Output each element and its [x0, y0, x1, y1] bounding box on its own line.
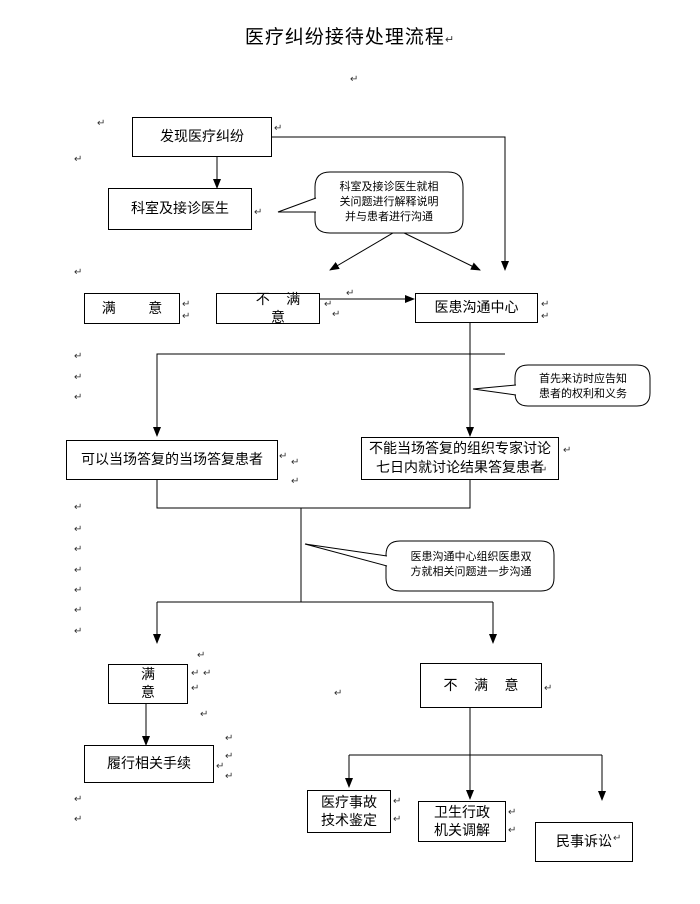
- paragraph-mark: ↵: [74, 502, 83, 513]
- node-civil-litigation: 民事诉讼: [535, 822, 633, 862]
- callout-explain: 科室及接诊医生就相 关问题进行解释说明 并与患者进行沟通: [318, 179, 460, 224]
- paragraph-mark: ↵: [74, 392, 83, 403]
- paragraph-mark: ↵: [613, 833, 622, 844]
- node-health-admin-line1: 卫生行政: [434, 804, 490, 821]
- callout-explain-shape: [314, 171, 464, 234]
- node-technical-appraisal: 医疗事故 技术鉴定: [307, 790, 391, 833]
- node-unsatisfied-2: 不 满 意: [420, 663, 542, 708]
- node-technical-appraisal-line2: 技术鉴定: [321, 812, 377, 829]
- callout-inform-line1: 首先来访时应告知: [539, 372, 627, 385]
- paragraph-mark: ↵: [74, 372, 83, 383]
- node-technical-appraisal-line1: 医疗事故: [321, 794, 377, 811]
- paragraph-mark: ↵: [334, 688, 343, 699]
- paragraph-mark: ↵: [539, 465, 548, 476]
- paragraph-mark: ↵: [563, 445, 572, 456]
- node-health-admin: 卫生行政 机关调解: [418, 801, 506, 842]
- node-satisfied-2: 满 意: [108, 664, 188, 704]
- paragraph-mark: ↵: [74, 267, 83, 278]
- node-department-doctor-label: 科室及接诊医生: [131, 201, 229, 217]
- paragraph-mark: ↵: [216, 761, 225, 772]
- paragraph-mark: ↵: [191, 683, 200, 694]
- callout-inform: 首先来访时应告知 患者的权利和义务: [518, 371, 648, 401]
- paragraph-mark: ↵: [200, 709, 209, 720]
- paragraph-mark: ↵: [541, 311, 550, 322]
- node-unsatisfied-1-label: 不 满 意: [255, 291, 307, 326]
- paragraph-mark: ↵: [346, 288, 355, 299]
- paragraph-mark: ↵: [225, 733, 234, 744]
- callout-further-shape: [385, 540, 555, 592]
- paragraph-mark: ↵: [74, 351, 83, 362]
- node-expert-discussion: 不能当场答复的组织专家讨论 七日内就讨论结果答复患者: [361, 437, 559, 480]
- callout-explain-line3: 并与患者进行沟通: [345, 210, 433, 223]
- callout-further-line2: 方就相关问题进一步沟通: [410, 565, 532, 578]
- paragraph-mark: ↵: [225, 751, 234, 762]
- paragraph-mark: ↵: [74, 794, 83, 805]
- node-satisfied-2-label: 满 意: [141, 667, 169, 701]
- node-expert-discussion-line1: 不能当场答复的组织专家讨论: [369, 440, 551, 457]
- arrow-to-unsatisfied: [329, 229, 399, 271]
- node-communication-center-label: 医患沟通中心: [434, 300, 519, 316]
- node-discover-label: 发现医疗纠纷: [160, 129, 244, 145]
- node-answer-on-spot: 可以当场答复的当场答复患者: [66, 440, 278, 480]
- node-civil-litigation-label: 民事诉讼: [556, 834, 612, 850]
- callout-explain-line2: 关问题进行解释说明: [339, 195, 439, 208]
- paragraph-mark: ↵: [279, 451, 288, 462]
- paragraph-mark: ↵: [254, 207, 263, 218]
- paragraph-mark: ↵: [544, 683, 553, 694]
- node-satisfied-1: 满 意: [84, 293, 180, 324]
- node-unsatisfied-2-label: 不 满 意: [443, 677, 525, 694]
- arrow-split-to-onspot: [153, 353, 505, 437]
- paragraph-mark: ↵: [350, 74, 359, 85]
- paragraph-mark: ↵: [225, 771, 234, 782]
- arrow-discover-to-center: [272, 136, 509, 271]
- node-health-admin-line2: 机关调解: [434, 822, 490, 839]
- node-procedures-label: 履行相关手续: [107, 756, 191, 772]
- node-communication-center: 医患沟通中心: [415, 293, 538, 323]
- paragraph-mark: ↵: [332, 309, 341, 320]
- node-satisfied-1-label: 满 意: [101, 300, 177, 317]
- node-discover: 发现医疗纠纷: [132, 117, 272, 157]
- paragraph-mark: ↵: [393, 814, 402, 825]
- paragraph-mark: ↵: [291, 457, 300, 468]
- paragraph-mark: ↵: [291, 476, 300, 487]
- paragraph-mark: ↵: [74, 626, 83, 637]
- paragraph-mark: ↵: [444, 33, 456, 46]
- paragraph-mark: ↵: [74, 154, 83, 165]
- callout-inform-line2: 患者的权利和义务: [539, 387, 627, 400]
- paragraph-mark: ↵: [393, 796, 402, 807]
- paragraph-mark: ↵: [508, 807, 517, 818]
- paragraph-mark: ↵: [203, 668, 212, 679]
- page-title: 医疗纠纷接待处理流程↵: [0, 22, 700, 49]
- callout-further: 医患沟通中心组织医患双 方就相关问题进一步沟通: [390, 549, 552, 579]
- title-text: 医疗纠纷接待处理流程: [244, 26, 445, 48]
- paragraph-mark: ↵: [508, 825, 517, 836]
- paragraph-mark: ↵: [191, 668, 200, 679]
- callout-further-line1: 医患沟通中心组织医患双: [410, 550, 532, 563]
- paragraph-mark: ↵: [182, 311, 191, 322]
- paragraph-mark: ↵: [324, 299, 333, 310]
- paragraph-mark: ↵: [182, 299, 191, 310]
- callout-explain-line1: 科室及接诊医生就相: [339, 180, 439, 193]
- paragraph-mark: ↵: [74, 605, 83, 616]
- paragraph-mark: ↵: [74, 585, 83, 596]
- node-department-doctor: 科室及接诊医生: [108, 188, 252, 230]
- paragraph-mark: ↵: [74, 565, 83, 576]
- paragraph-mark: ↵: [97, 118, 106, 129]
- paragraph-mark: ↵: [541, 299, 550, 310]
- paragraph-mark: ↵: [197, 650, 206, 661]
- paragraph-mark: ↵: [274, 123, 283, 134]
- arrow-to-center: [397, 229, 481, 271]
- node-procedures: 履行相关手续: [84, 745, 214, 783]
- paragraph-mark: ↵: [74, 524, 83, 535]
- node-expert-discussion-line2: 七日内就讨论结果答复患者: [376, 459, 544, 476]
- callout-inform-shape: [514, 364, 651, 407]
- merge-line: [156, 468, 471, 509]
- paragraph-mark: ↵: [74, 544, 83, 555]
- node-unsatisfied-1: 不 满 意: [216, 291, 320, 326]
- node-answer-on-spot-label: 可以当场答复的当场答复患者: [81, 452, 263, 468]
- paragraph-mark: ↵: [74, 814, 83, 825]
